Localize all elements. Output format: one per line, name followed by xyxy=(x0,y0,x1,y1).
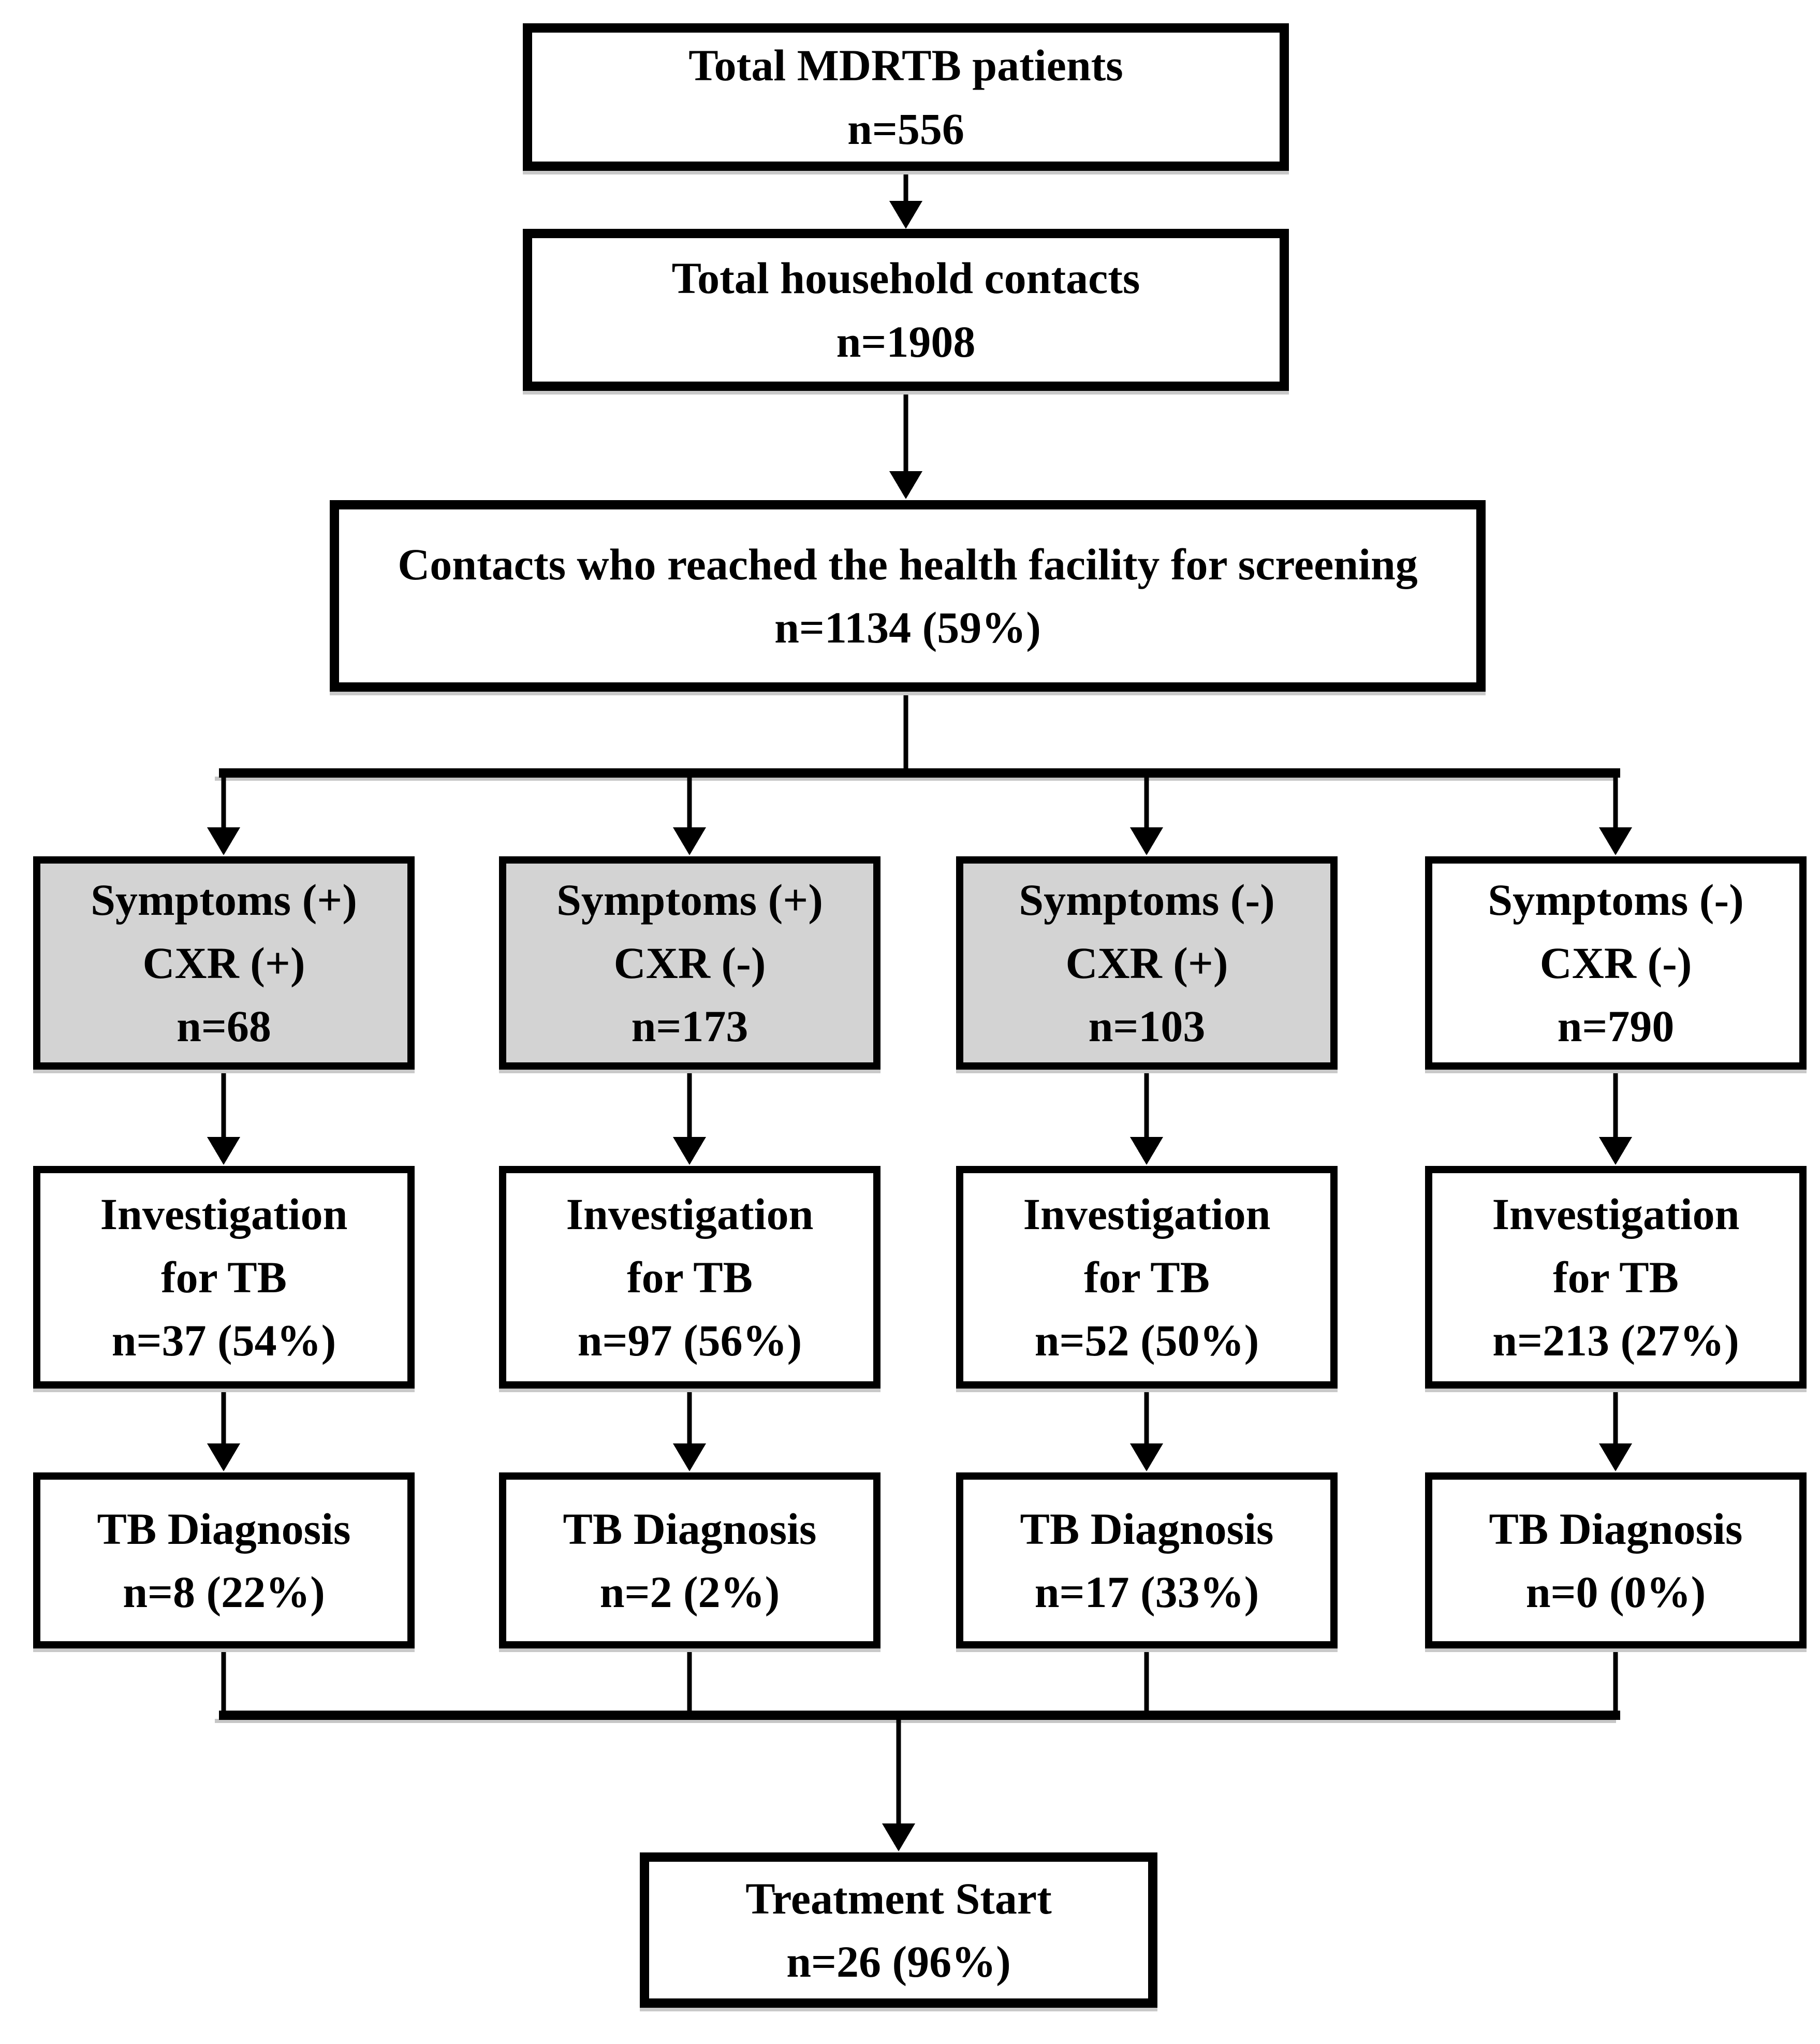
cxr-label: CXR (-) xyxy=(613,938,766,988)
investigation-label: for TB xyxy=(627,1252,753,1302)
box-total-household-contacts: Total household contacts n=1908 xyxy=(523,229,1289,391)
count-label: n=37 (54%) xyxy=(111,1316,336,1366)
count-label: n=26 (96%) xyxy=(786,1937,1011,1987)
count-label: n=1908 xyxy=(836,316,976,367)
count-label: n=556 xyxy=(847,104,964,154)
box-title: Total household contacts xyxy=(671,253,1140,303)
box-investigation-3: Investigation for TB n=52 (50%) xyxy=(956,1166,1338,1389)
arrow-down-icon xyxy=(673,777,706,855)
box-tb-diagnosis-1: TB Diagnosis n=8 (22%) xyxy=(33,1472,415,1648)
cxr-label: CXR (+) xyxy=(1065,938,1228,988)
box-title: Total MDRTB patients xyxy=(688,40,1123,91)
diagnosis-label: TB Diagnosis xyxy=(97,1503,351,1554)
box-symptoms-neg-cxr-neg: Symptoms (-) CXR (-) n=790 xyxy=(1425,856,1807,1070)
cxr-label: CXR (-) xyxy=(1539,938,1692,988)
diagnosis-label: TB Diagnosis xyxy=(563,1503,817,1554)
box-symptoms-neg-cxr-pos: Symptoms (-) CXR (+) n=103 xyxy=(956,856,1338,1070)
box-symptoms-pos-cxr-neg: Symptoms (+) CXR (-) n=173 xyxy=(499,856,880,1070)
arrow-down-icon xyxy=(207,777,240,855)
count-label: n=2 (2%) xyxy=(599,1567,780,1617)
arrow-down-icon xyxy=(1130,1389,1163,1471)
cxr-label: CXR (+) xyxy=(142,938,305,988)
investigation-label: for TB xyxy=(161,1252,287,1302)
box-investigation-2: Investigation for TB n=97 (56%) xyxy=(499,1166,880,1389)
arrow-down-icon xyxy=(207,1389,240,1471)
arrow-down-icon xyxy=(1599,1070,1632,1165)
split-bar xyxy=(219,768,1620,778)
arrow-down-icon xyxy=(673,1389,706,1471)
count-label: n=790 xyxy=(1557,1001,1675,1052)
merge-bar-shadow xyxy=(215,1719,1616,1723)
symptoms-label: Symptoms (-) xyxy=(1019,874,1275,925)
merge-bar xyxy=(219,1711,1620,1720)
investigation-label: Investigation xyxy=(566,1189,814,1239)
count-label: n=173 xyxy=(631,1001,748,1052)
split-bar-shadow xyxy=(215,777,1616,781)
merge-lines xyxy=(221,1649,1618,1715)
arrow-down-icon xyxy=(1599,777,1632,855)
diagnosis-label: TB Diagnosis xyxy=(1020,1503,1274,1554)
arrow-down-icon xyxy=(1130,777,1163,855)
arrow-down-icon xyxy=(882,1718,915,1851)
investigation-label: Investigation xyxy=(1023,1189,1271,1239)
investigation-label: Investigation xyxy=(1492,1189,1740,1239)
count-label: n=103 xyxy=(1088,1001,1206,1052)
count-label: n=1134 (59%) xyxy=(774,603,1041,652)
count-label: n=97 (56%) xyxy=(577,1316,802,1366)
symptoms-label: Symptoms (+) xyxy=(556,874,823,925)
investigation-label: for TB xyxy=(1553,1252,1679,1302)
box-total-mdrtb-patients: Total MDRTB patients n=556 xyxy=(523,23,1289,171)
investigation-label: for TB xyxy=(1084,1252,1210,1302)
box-title: Contacts who reached the health facility… xyxy=(398,539,1418,589)
symptoms-label: Symptoms (-) xyxy=(1488,874,1744,925)
box-reached-facility: Contacts who reached the health facility… xyxy=(330,500,1486,692)
box-symptoms-pos-cxr-pos: Symptoms (+) CXR (+) n=68 xyxy=(33,856,415,1070)
investigation-label: Investigation xyxy=(100,1189,348,1239)
count-label: n=52 (50%) xyxy=(1034,1316,1259,1366)
box-title: Treatment Start xyxy=(745,1873,1052,1923)
count-label: n=213 (27%) xyxy=(1492,1316,1739,1366)
box-treatment-start: Treatment Start n=26 (96%) xyxy=(640,1852,1157,2008)
box-tb-diagnosis-3: TB Diagnosis n=17 (33%) xyxy=(956,1472,1338,1648)
box-investigation-4: Investigation for TB n=213 (27%) xyxy=(1425,1166,1807,1389)
arrow-down-icon xyxy=(889,392,922,499)
box-tb-diagnosis-2: TB Diagnosis n=2 (2%) xyxy=(499,1472,880,1648)
count-label: n=0 (0%) xyxy=(1525,1567,1706,1617)
arrow-down-icon xyxy=(1599,1389,1632,1471)
box-investigation-1: Investigation for TB n=37 (54%) xyxy=(33,1166,415,1389)
arrow-down-icon xyxy=(207,1070,240,1165)
arrow-down-icon xyxy=(889,172,922,229)
box-tb-diagnosis-4: TB Diagnosis n=0 (0%) xyxy=(1425,1472,1807,1648)
count-label: n=17 (33%) xyxy=(1034,1567,1259,1617)
arrow-down-icon xyxy=(1130,1070,1163,1165)
arrow-down-icon xyxy=(673,1070,706,1165)
symptoms-label: Symptoms (+) xyxy=(91,874,357,925)
count-label: n=68 xyxy=(177,1001,271,1052)
diagnosis-label: TB Diagnosis xyxy=(1489,1503,1743,1554)
count-label: n=8 (22%) xyxy=(123,1567,325,1617)
